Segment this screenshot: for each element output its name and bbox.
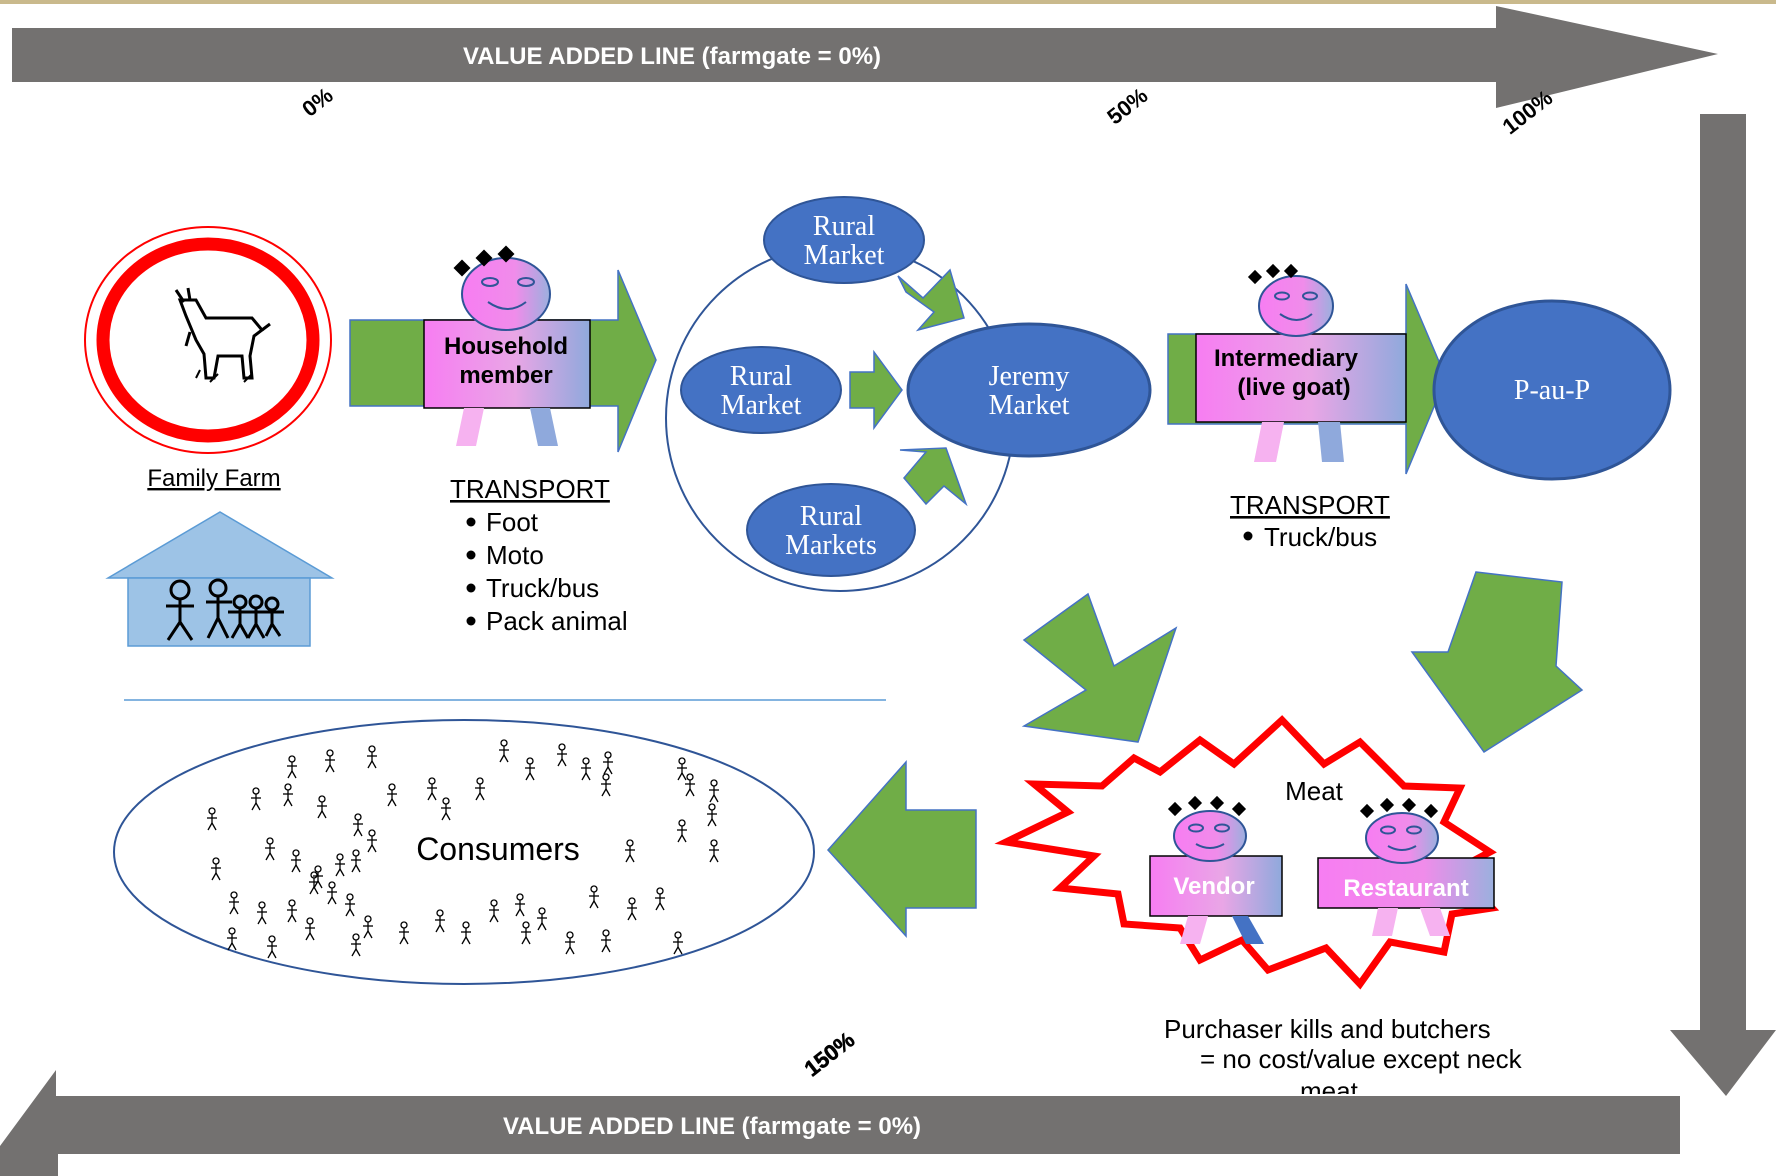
percent-150: 150% <box>800 1027 860 1081</box>
svg-text:Market: Market <box>989 390 1070 421</box>
transport-left-list: Foot Moto Truck/bus Pack animal <box>466 507 628 636</box>
rural-market-mid: Rural Market <box>680 346 842 434</box>
svg-text:Market: Market <box>804 240 885 271</box>
transport-right-item: Truck/bus <box>1264 522 1377 552</box>
right-down-arrow <box>1670 114 1776 1096</box>
svg-text:Market: Market <box>721 390 802 421</box>
transport-left-item: Pack animal <box>486 606 628 636</box>
arrow-top-market-to-jeremy <box>897 268 965 332</box>
transport-left-item: Truck/bus <box>486 573 599 603</box>
rural-market-top: Rural Market <box>763 196 925 284</box>
arrow-mid-market-to-jeremy <box>849 349 903 431</box>
household-label-line2: member <box>459 362 552 389</box>
svg-text:Rural: Rural <box>730 361 792 392</box>
arrow-bottom-market-to-jeremy <box>899 447 968 507</box>
svg-text:Markets: Markets <box>785 530 877 561</box>
top-value-added-arrow: VALUE ADDED LINE (farmgate = 0%) <box>12 6 1718 108</box>
note-line3: meat <box>1300 1076 1359 1106</box>
meat-starburst <box>994 715 1500 990</box>
percent-0: 0% <box>297 82 337 121</box>
restaurant-label: Restaurant <box>1343 875 1468 902</box>
transport-right-heading: TRANSPORT <box>1230 490 1390 520</box>
transport-left-item: Moto <box>486 540 544 570</box>
bottom-value-added-label: VALUE ADDED LINE (farmgate = 0%) <box>503 1113 921 1140</box>
svg-text:P-au-P: P-au-P <box>1514 375 1590 406</box>
note-line2: = no cost/value except neck <box>1200 1044 1523 1074</box>
arrow-paup-to-meat <box>1410 571 1584 754</box>
svg-text:Rural: Rural <box>813 211 875 242</box>
family-farm <box>84 226 332 454</box>
jeremy-market: Jeremy Market <box>906 322 1152 458</box>
consumers-label: Consumers <box>416 831 580 867</box>
svg-text:Jeremy: Jeremy <box>989 361 1070 392</box>
transport-left-item: Foot <box>486 507 539 537</box>
house-icon <box>105 511 335 647</box>
meat-title: Meat <box>1285 776 1344 806</box>
household-label-line1: Household <box>444 333 568 360</box>
intermediary-person <box>1195 263 1407 462</box>
percent-50: 50% <box>1102 83 1152 130</box>
household-member-person <box>423 245 591 446</box>
vendor-person <box>1149 795 1283 944</box>
consumers-ellipse <box>113 719 815 985</box>
note-line1: Purchaser kills and butchers <box>1164 1014 1491 1044</box>
arrow-meat-to-consumers <box>826 760 977 938</box>
intermediary-label-line1: Intermediary <box>1214 345 1359 372</box>
restaurant-person <box>1317 797 1495 936</box>
svg-text:Rural: Rural <box>800 501 862 532</box>
intermediary-label-line2: (live goat) <box>1237 374 1350 401</box>
note-line3-clip: meat <box>1300 1076 1359 1106</box>
family-farm-label: Family Farm <box>147 465 280 492</box>
top-border-line <box>0 0 1776 4</box>
transport-left-heading: TRANSPORT <box>450 474 610 504</box>
bottom-value-added-arrow: VALUE ADDED LINE (farmgate = 0%) <box>0 1070 1680 1176</box>
goat-icon <box>174 287 271 383</box>
rural-markets-bottom: Rural Markets <box>746 483 916 577</box>
top-value-added-label: VALUE ADDED LINE (farmgate = 0%) <box>463 43 881 70</box>
arrow-markets-to-meat <box>1021 592 1178 743</box>
transport-right-bullet <box>1243 531 1253 541</box>
paup-market: P-au-P <box>1432 299 1672 481</box>
vendor-label: Vendor <box>1173 873 1254 900</box>
